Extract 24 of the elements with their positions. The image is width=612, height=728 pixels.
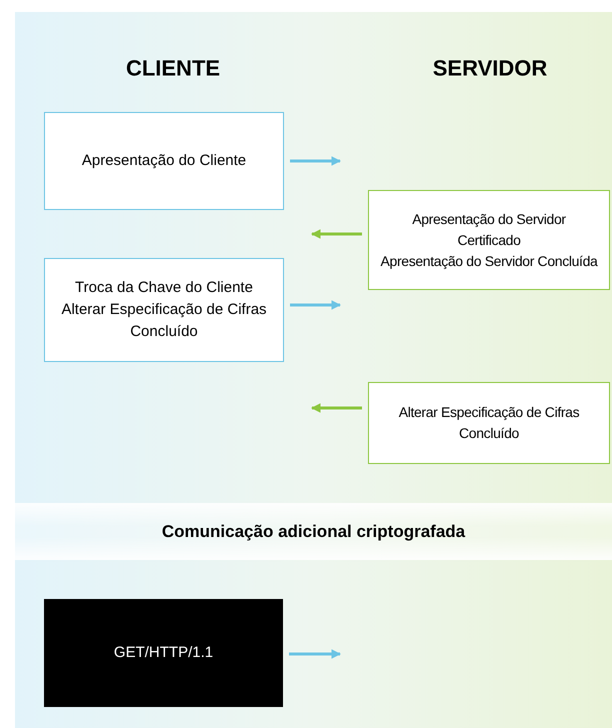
process-box	[368, 382, 610, 464]
box-text: Alterar Especificação de Cifras	[61, 300, 267, 320]
arrow	[311, 229, 362, 239]
process-box	[44, 258, 284, 362]
process-box	[368, 190, 610, 290]
arrow	[290, 300, 341, 310]
request-box	[44, 599, 283, 707]
box-text: Concluído	[130, 322, 198, 342]
column-heading: CLIENTE	[126, 54, 220, 82]
column-heading: SERVIDOR	[432, 54, 548, 82]
arrow	[290, 156, 341, 166]
box-text: Apresentação do Servidor Concluída	[380, 252, 598, 271]
section-band	[15, 503, 612, 560]
box-text: Alterar Especificação de Cifras	[398, 403, 580, 422]
box-text: Troca da Chave do Cliente	[75, 278, 253, 298]
box-text: GET/HTTP/1.1	[114, 642, 214, 663]
box-text: Apresentação do Servidor	[412, 210, 566, 229]
box-text: Certificado	[457, 230, 521, 250]
box-text: Concluído	[459, 424, 519, 443]
process-box	[44, 112, 284, 210]
box-text: Apresentação do Cliente	[82, 151, 246, 171]
arrow	[289, 649, 341, 659]
box-text: Comunicação adicional criptografada	[162, 520, 466, 543]
arrow	[311, 403, 362, 413]
